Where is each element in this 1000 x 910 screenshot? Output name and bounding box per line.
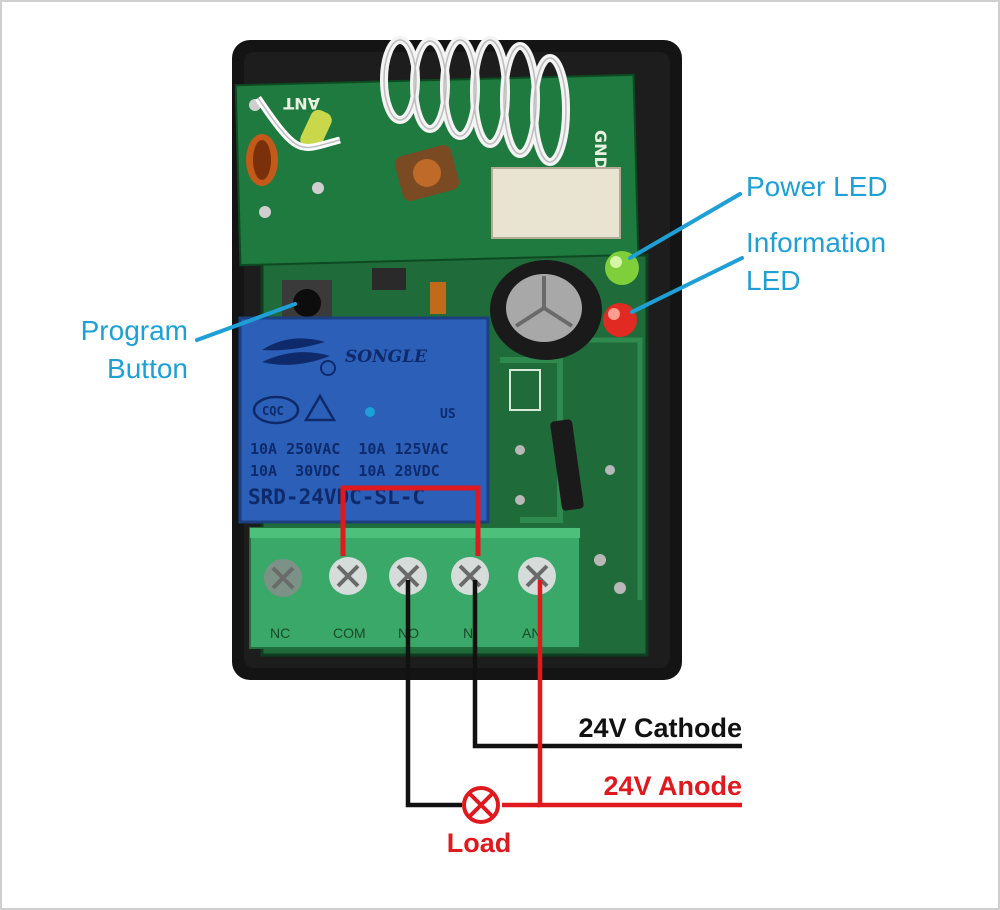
terminal-label-an: AN [522,625,541,641]
smd-component [372,268,406,290]
trimmer-component [394,145,460,201]
jumper-wire [340,485,481,556]
cert-cqc: CQC [262,404,284,418]
relay-rating-1: 10A 250VAC 10A 125VAC [250,440,449,458]
terminal-label-nc: NC [270,625,290,641]
electrolytic-capacitor [490,260,602,360]
program-button-leader [195,302,297,342]
program-button-callout-line1: Program [81,315,188,346]
info-led-callout-line2: LED [746,265,800,296]
relay: SONGLE CQC US 10A 250VAC 10A 125VAC 10A … [238,316,490,524]
wiring [405,580,742,808]
callout-leaders [195,192,744,342]
inductor-coil [246,134,278,186]
terminal-label-n: N [463,625,473,641]
cathode-wire [472,580,742,749]
cert-ul: US [440,407,456,422]
smd-diode [430,282,446,314]
antenna-wire [255,36,570,166]
terminal-label-com: COM [333,625,366,641]
info-led-leader [630,256,744,314]
cathode-label: 24V Cathode [578,713,742,743]
info-led-callout-line1: Information [746,227,886,258]
program-button-callout-line2: Button [107,353,188,384]
terminal-block: NC COM NO N AN [249,527,581,649]
ground-label: GND [591,130,610,170]
load-symbol-icon [462,786,500,824]
relay-brand: SONGLE [345,347,428,367]
anode-label: 24V Anode [603,771,742,801]
diode-component [300,109,332,151]
load-wire [405,580,462,808]
receiver-module: ANT GND [234,73,640,267]
power-led-callout: Power LED [746,171,888,202]
rf-shield [491,167,621,239]
rectifier-diode [550,419,584,511]
power-led-leader [628,192,742,260]
relay-rating-2: 10A 30VDC 10A 28VDC [250,462,440,480]
information-led [603,303,637,337]
terminal-screws [264,557,556,597]
antenna-label: ANT [283,94,320,113]
load-label: Load [447,828,512,858]
